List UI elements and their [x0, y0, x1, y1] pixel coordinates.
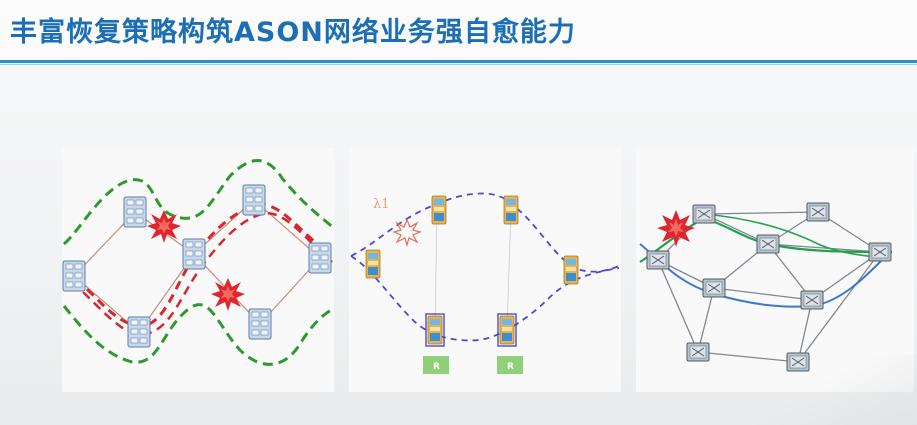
svg-text:R: R — [433, 362, 440, 372]
node-switch-icon — [646, 250, 670, 270]
oadm-node-icon — [503, 195, 519, 225]
oadm-node-icon — [365, 249, 381, 279]
fault-burst-icon — [211, 278, 245, 311]
node-switch-icon — [686, 342, 710, 362]
node-switch-icon — [182, 238, 206, 270]
fault-burst-icon — [657, 210, 695, 247]
wavelength-diagram: λ1 R R — [350, 192, 620, 374]
wavelength-label: λ1 — [373, 197, 390, 212]
node-switch-icon — [692, 204, 716, 224]
node-switch-icon — [248, 308, 272, 340]
title-divider-light — [0, 64, 917, 65]
node-switch-icon — [123, 196, 147, 228]
title-divider — [0, 60, 917, 63]
oadm-node-icon — [431, 195, 447, 225]
regenerator-left: R — [423, 356, 449, 374]
protection-diagram-panel — [62, 148, 335, 392]
wavelength-path-upper — [350, 192, 620, 273]
oadm-node-icon — [563, 255, 579, 285]
svg-text:R: R — [507, 362, 514, 372]
mesh-restoration-panel — [636, 148, 914, 392]
node-switch-icon — [242, 184, 266, 216]
slide-title: 丰富恢复策略构筑ASON网络业务强自愈能力 — [10, 17, 576, 48]
node-switch-icon — [756, 234, 780, 254]
restoration-path-green-2 — [703, 213, 887, 259]
node-switch-icon — [127, 316, 151, 348]
node-switch-icon — [800, 290, 824, 310]
regenerator-right: R — [497, 356, 523, 374]
protection-diagram — [62, 159, 335, 366]
protection-path-upper — [62, 159, 335, 246]
node-switch-icon — [308, 242, 332, 274]
restoration-path-green — [639, 216, 893, 263]
oadm-node-right-bottom — [497, 313, 517, 347]
node-switch-icon — [806, 202, 830, 222]
fault-burst-icon — [147, 210, 181, 243]
fiber-links — [434, 209, 512, 329]
node-switch-icon — [62, 260, 86, 292]
wavelength-path-lower — [350, 255, 620, 342]
working-path-secondary — [71, 212, 333, 336]
restoration-path-blue — [639, 243, 887, 308]
title-bar: 丰富恢复策略构筑ASON网络业务强自愈能力 — [0, 0, 917, 62]
wavelength-diagram-panel: λ1 R R — [349, 148, 621, 392]
oadm-node-left-bottom — [425, 313, 445, 347]
node-switch-icon — [868, 242, 892, 262]
mesh-restoration-diagram — [639, 202, 893, 372]
background-shade — [757, 355, 917, 425]
node-switch-icon — [702, 278, 726, 298]
fault-burst-icon — [392, 218, 422, 248]
